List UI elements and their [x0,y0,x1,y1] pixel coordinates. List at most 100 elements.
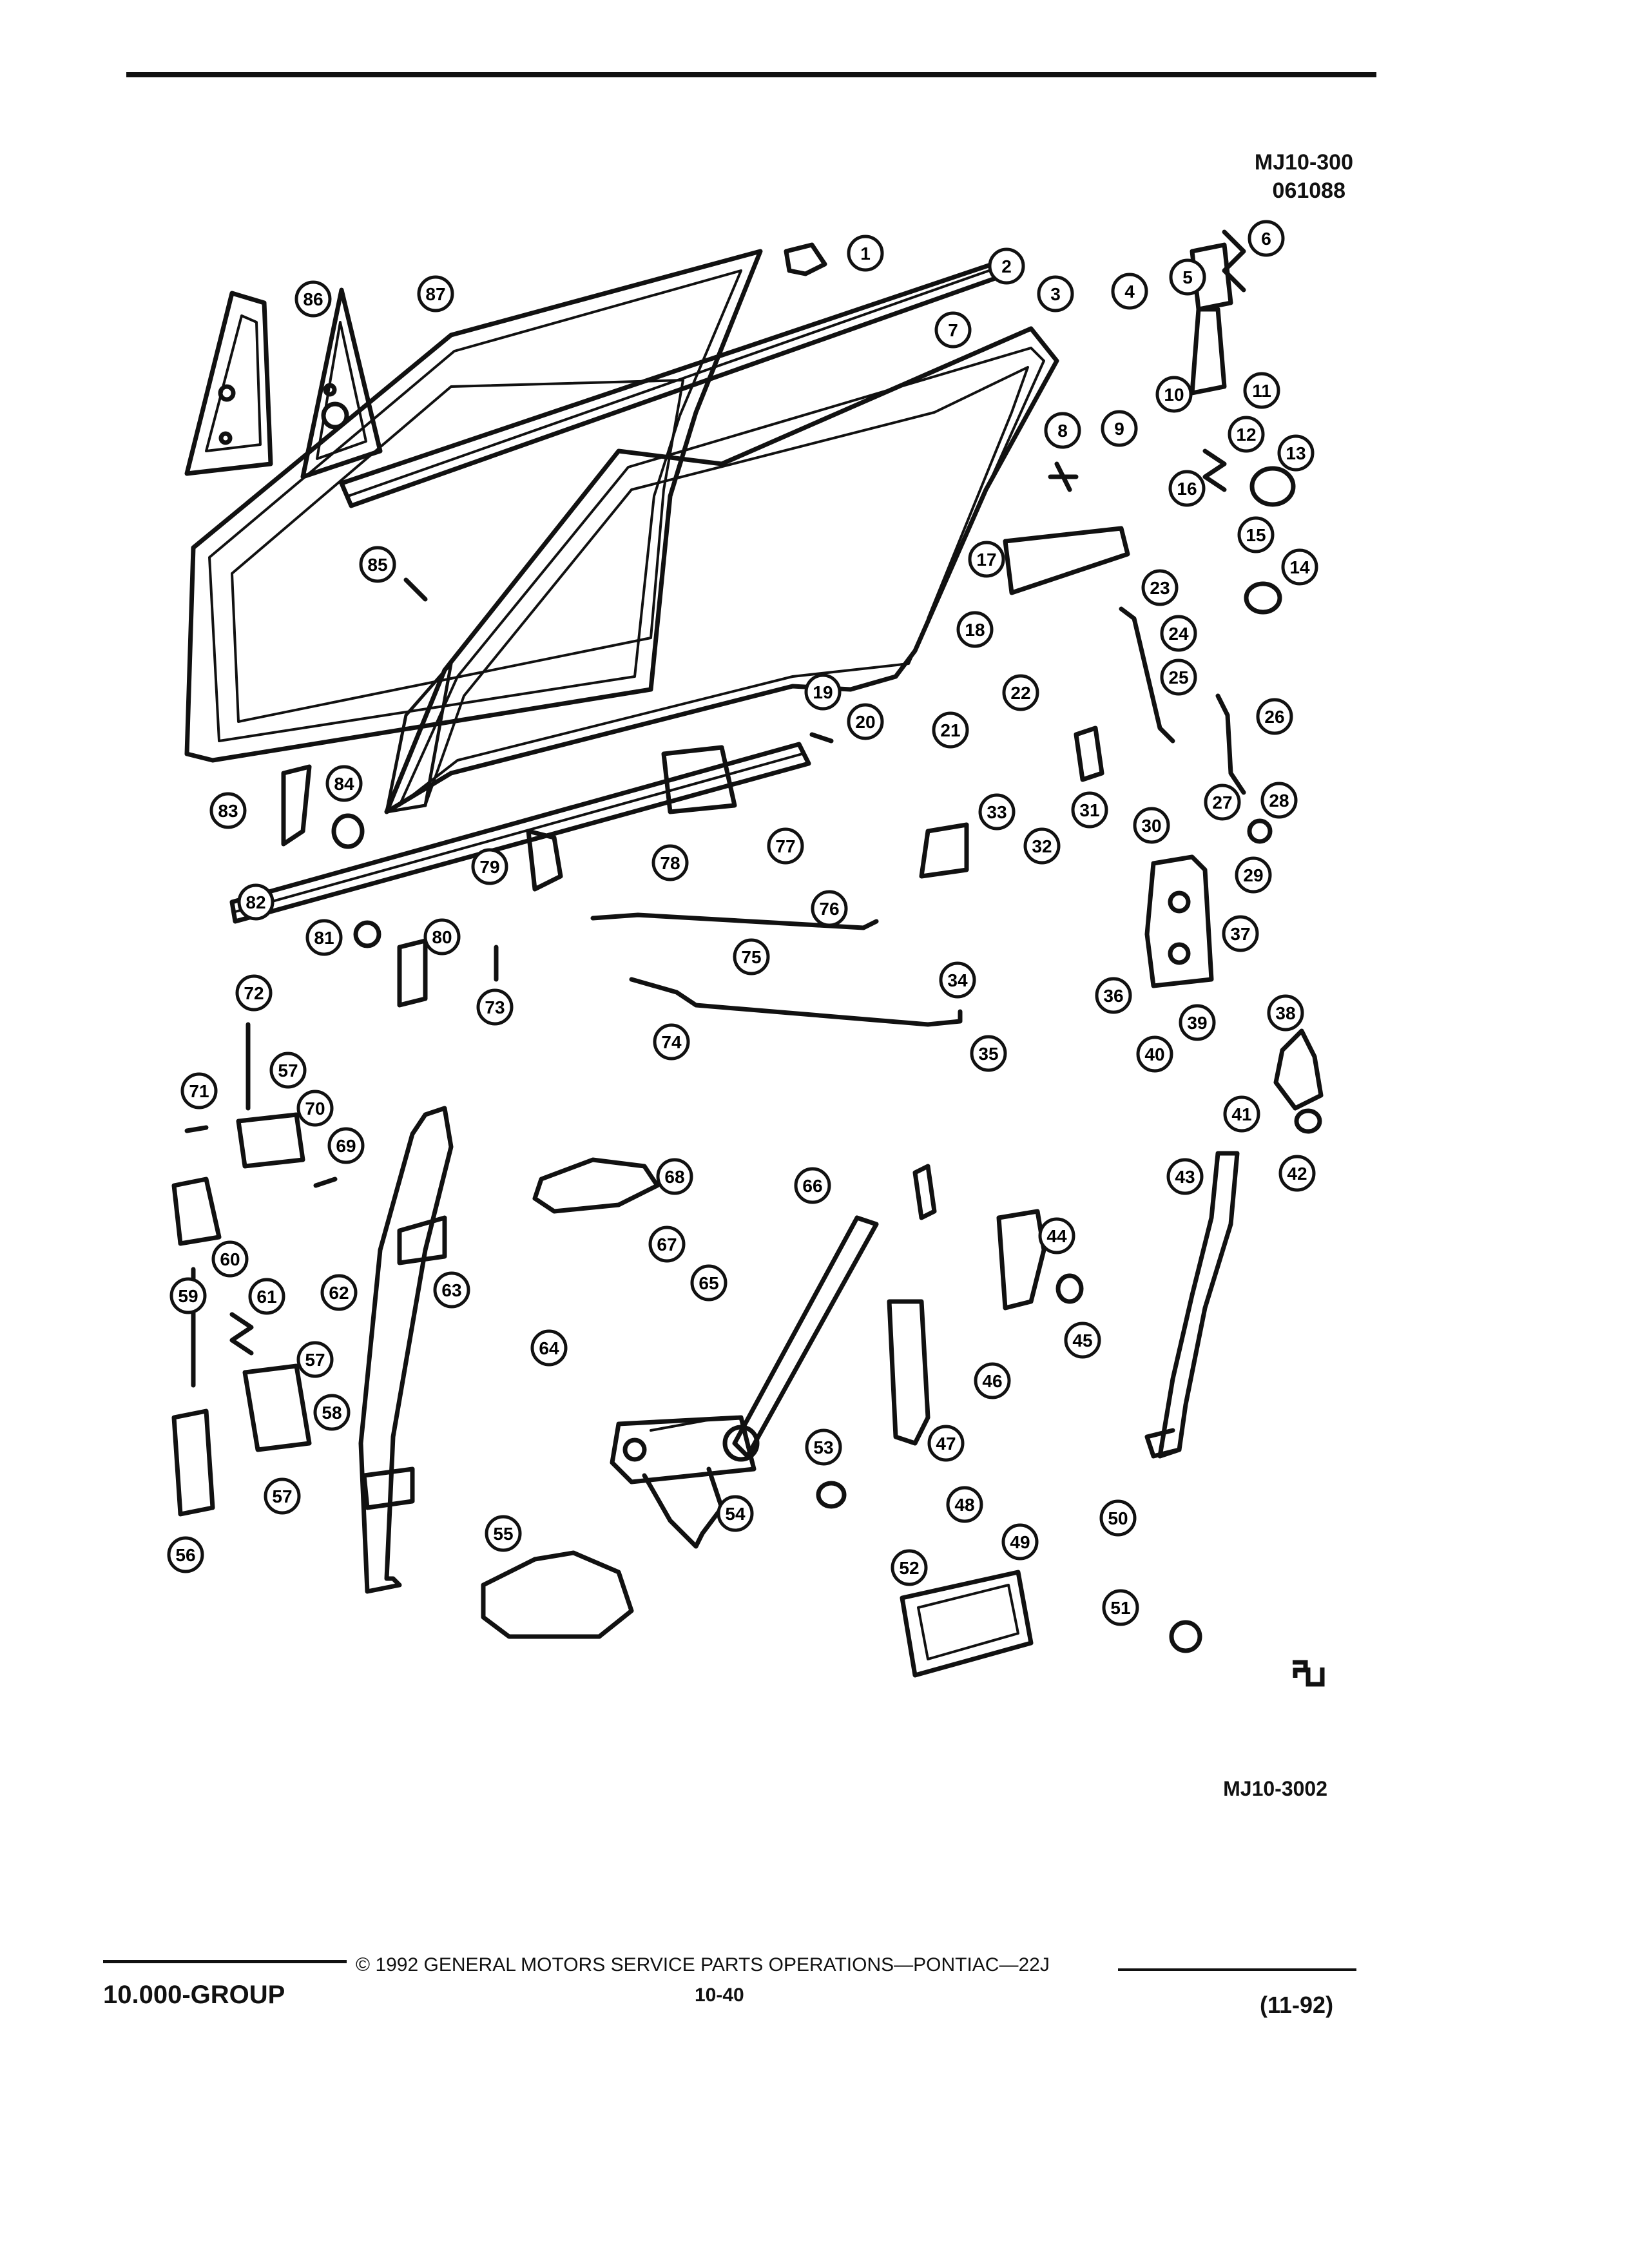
callout-number: 52 [899,1558,919,1578]
bracket-part [1190,307,1227,396]
grommet-part [331,813,365,849]
callout-number: 9 [1114,419,1124,439]
callout-10: 10 [1155,376,1193,413]
callout-circle [988,247,1025,285]
callout-50: 50 [1099,1499,1137,1537]
vent-glass-part [184,287,383,479]
callout-11: 11 [1243,372,1280,409]
grommet-part [1247,818,1273,844]
rod-part [1119,606,1175,744]
callout-circle [804,673,842,711]
callout-79: 79 [471,848,508,885]
grommet-part [353,920,381,948]
callout-circle [296,1090,334,1127]
callout-51: 51 [1102,1589,1139,1626]
callout-circle [934,311,972,349]
callout-43: 43 [1166,1158,1204,1195]
callout-circle [656,1158,693,1195]
callout-circle [1111,273,1148,310]
callout-66: 66 [794,1167,831,1204]
callout-number: 62 [329,1283,349,1303]
callout-81: 81 [305,919,343,956]
callout-circle [471,848,508,885]
hinge-part [171,1408,215,1517]
callout-number: 5 [1182,267,1193,287]
callout-number: 76 [819,899,839,919]
callout-30: 30 [1133,807,1170,844]
callout-number: 74 [661,1032,682,1052]
callout-number: 41 [1231,1104,1251,1124]
callout-circle [1002,674,1039,711]
callout-40: 40 [1136,1035,1173,1073]
callout-number: 73 [485,997,505,1017]
callout-circle [235,974,273,1012]
callout-55: 55 [485,1515,522,1552]
callout-47: 47 [927,1425,965,1462]
callout-number: 65 [699,1273,718,1293]
header-rule [126,72,1376,77]
callout-83: 83 [209,792,247,829]
hinge-part [236,1112,305,1169]
callout-number: 81 [314,928,334,948]
callout-circle [476,988,514,1026]
callout-29: 29 [1235,856,1272,894]
hinge-part [242,1363,312,1452]
window-regulator-part [610,1215,879,1549]
callout-circle [264,1477,301,1515]
rod-part [590,912,879,930]
callout-68: 68 [656,1158,693,1195]
callout-circle [648,1225,686,1263]
callout-75: 75 [733,938,770,975]
callout-number: 68 [664,1167,684,1187]
callout-26: 26 [1256,698,1293,735]
callout-number: 33 [987,802,1007,822]
callout-circle [327,1127,365,1164]
callout-circle [1160,615,1197,652]
callout-circle [1037,275,1074,312]
callout-circle [939,961,976,999]
callout-number: 38 [1275,1003,1295,1023]
callout-number: 39 [1187,1013,1207,1033]
callout-circle [847,703,884,740]
callout-57: 57 [264,1477,301,1515]
callout-circle [1168,470,1206,507]
callout-number: 1 [860,244,871,264]
screw-part [184,1125,209,1133]
callout-number: 48 [954,1495,974,1515]
callout-number: 21 [940,720,960,740]
callout-number: 28 [1269,791,1289,811]
spring-part [1222,229,1246,293]
callout-number: 36 [1103,986,1123,1006]
callout-number: 80 [432,927,452,947]
callout-33: 33 [978,793,1016,831]
callout-number: 75 [741,947,761,967]
callout-circle [530,1329,568,1367]
grommet-part [816,1481,847,1509]
footer-rule-right [1118,1968,1356,1971]
callout-52: 52 [891,1549,928,1586]
callout-23: 23 [1141,569,1179,606]
remote-handle-part [481,1550,634,1639]
callout-circle [1256,698,1293,735]
callout-28: 28 [1260,782,1298,819]
callout-circle [1222,915,1259,952]
callout-circle [1204,783,1241,821]
callout-circle [1023,827,1061,865]
callout-number: 15 [1246,525,1266,545]
bracket-part [912,1164,937,1220]
ref-date-top: 061088 [1272,178,1345,203]
screw-part [313,1177,338,1188]
callout-number: 59 [178,1286,198,1306]
callout-4: 4 [1111,273,1148,310]
callout-number: 27 [1212,793,1232,812]
callout-circle [651,844,689,881]
callout-77: 77 [767,827,804,865]
bracket-part [919,822,969,879]
callout-71: 71 [180,1072,218,1110]
callout-circle [811,890,848,927]
ref-code-top: MJ10-300 [1254,150,1353,175]
callout-circle [1064,1321,1101,1359]
callout-number: 46 [982,1371,1002,1391]
callout-number: 55 [493,1524,513,1544]
bracket-part [526,829,563,892]
